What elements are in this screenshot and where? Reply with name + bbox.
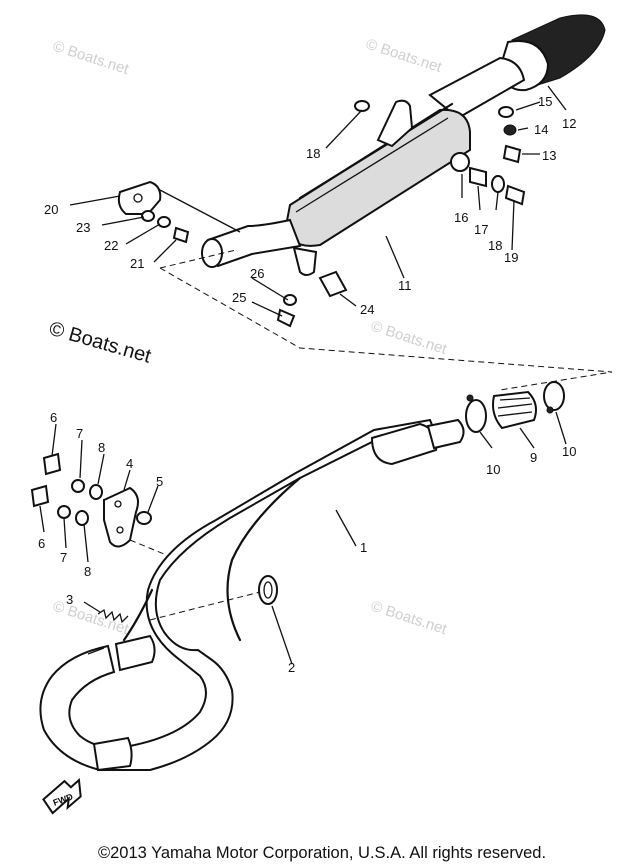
upper-hardware bbox=[117, 100, 526, 328]
callout-18: 18 bbox=[488, 238, 502, 253]
callout-25: 25 bbox=[232, 290, 246, 305]
callout-23: 23 bbox=[76, 220, 90, 235]
washer-8-upper bbox=[89, 484, 103, 500]
exhaust-pipe-body bbox=[39, 418, 436, 771]
silencer-assembly bbox=[201, 14, 606, 276]
callout-6-upper: 6 bbox=[50, 410, 57, 425]
callout-11: 11 bbox=[398, 278, 412, 293]
callout-12: 12 bbox=[562, 116, 576, 131]
spring-hook bbox=[87, 647, 105, 655]
chamber-cone bbox=[370, 422, 438, 466]
grommet-16 bbox=[450, 152, 470, 172]
bracket-plate-20 bbox=[117, 180, 162, 215]
callout-15: 15 bbox=[538, 94, 552, 109]
callout-3: 3 bbox=[66, 592, 73, 607]
bracket-4 bbox=[103, 486, 139, 548]
fwd-arrow: FWD bbox=[42, 778, 82, 815]
callout-9: 9 bbox=[530, 450, 537, 465]
silencer-tail-pipe bbox=[428, 56, 526, 120]
callout-22: 22 bbox=[104, 238, 118, 253]
watermark-main: © Boats.net bbox=[47, 318, 154, 368]
watermark: © Boats.net bbox=[364, 36, 445, 77]
gasket-2 bbox=[258, 575, 278, 605]
lower-leaders bbox=[39, 411, 567, 665]
callout-numbers: 1 2 3 4 5 6 6 7 7 8 8 9 10 10 11 12 13 1… bbox=[38, 94, 576, 675]
nut-5 bbox=[136, 511, 152, 525]
bolt-6-upper bbox=[42, 452, 62, 476]
callout-8-upper: 8 bbox=[98, 440, 105, 455]
bolt-6-lower bbox=[30, 484, 50, 508]
collar-24 bbox=[318, 270, 348, 298]
callout-17: 17 bbox=[474, 222, 488, 237]
watermark: © Boats.net bbox=[369, 598, 450, 639]
callout-13: 13 bbox=[542, 148, 556, 163]
lower-hardware bbox=[30, 452, 278, 624]
head-pipe-band bbox=[114, 634, 156, 672]
callout-1: 1 bbox=[360, 540, 367, 555]
spring-3 bbox=[97, 608, 129, 624]
silencer-lower-bracket bbox=[292, 246, 318, 276]
silencer-top-bracket bbox=[376, 99, 414, 148]
watermark: © Boats.net bbox=[51, 598, 132, 639]
washer-8-lower bbox=[75, 510, 89, 526]
watermark: © Boats.net bbox=[51, 38, 132, 79]
clamp-10-left bbox=[465, 399, 487, 433]
copyright-notice: ©2013 Yamaha Motor Corporation, U.S.A. A… bbox=[97, 844, 547, 862]
callout-2: 2 bbox=[288, 660, 295, 675]
silencer-body-seam bbox=[295, 117, 449, 213]
washer-22 bbox=[157, 216, 171, 228]
expansion-chamber-assembly bbox=[39, 381, 565, 772]
callout-19: 19 bbox=[504, 250, 518, 265]
callout-21: 21 bbox=[130, 256, 144, 271]
callout-7-lower: 7 bbox=[60, 550, 67, 565]
nut-7-upper bbox=[71, 479, 85, 493]
callout-16: 16 bbox=[454, 210, 468, 225]
bolt-25 bbox=[276, 308, 296, 328]
silencer-inlet-opening bbox=[201, 238, 223, 268]
washer-18 bbox=[491, 175, 505, 193]
bolt-21 bbox=[172, 226, 190, 244]
watermark: © Boats.net bbox=[369, 318, 450, 359]
callout-8-lower: 8 bbox=[84, 564, 91, 579]
clamp-10-right bbox=[543, 381, 565, 411]
grommet-26 bbox=[283, 294, 297, 306]
callout-24: 24 bbox=[360, 302, 374, 317]
nut-14 bbox=[503, 124, 517, 136]
washer-23 bbox=[141, 210, 155, 222]
nut-15 bbox=[498, 106, 514, 118]
bolt-13 bbox=[502, 144, 522, 164]
silencer-body bbox=[284, 108, 471, 247]
lower-pipe-band bbox=[92, 736, 133, 772]
joint-pipe-9 bbox=[492, 390, 537, 430]
upper-leaders bbox=[69, 85, 613, 391]
callout-4: 4 bbox=[126, 456, 133, 471]
nut-7-lower bbox=[57, 505, 71, 519]
silencer-inlet-elbow bbox=[206, 218, 302, 268]
callout-20: 20 bbox=[44, 202, 58, 217]
callout-26: 26 bbox=[250, 266, 264, 281]
collar-17 bbox=[469, 166, 487, 188]
callout-10-right: 10 bbox=[562, 444, 576, 459]
callout-10-left: 10 bbox=[486, 462, 500, 477]
callout-14: 14 bbox=[534, 122, 548, 137]
chamber-outlet bbox=[426, 418, 465, 450]
silencer-body-band bbox=[298, 102, 454, 200]
callout-7-upper: 7 bbox=[76, 426, 83, 441]
bolt-19 bbox=[504, 184, 526, 206]
callout-6-lower: 6 bbox=[38, 536, 45, 551]
callout-5: 5 bbox=[156, 474, 163, 489]
bracket-plate-hole bbox=[133, 193, 143, 203]
callout-18-top: 18 bbox=[306, 146, 320, 161]
washer-18-top bbox=[354, 100, 370, 112]
